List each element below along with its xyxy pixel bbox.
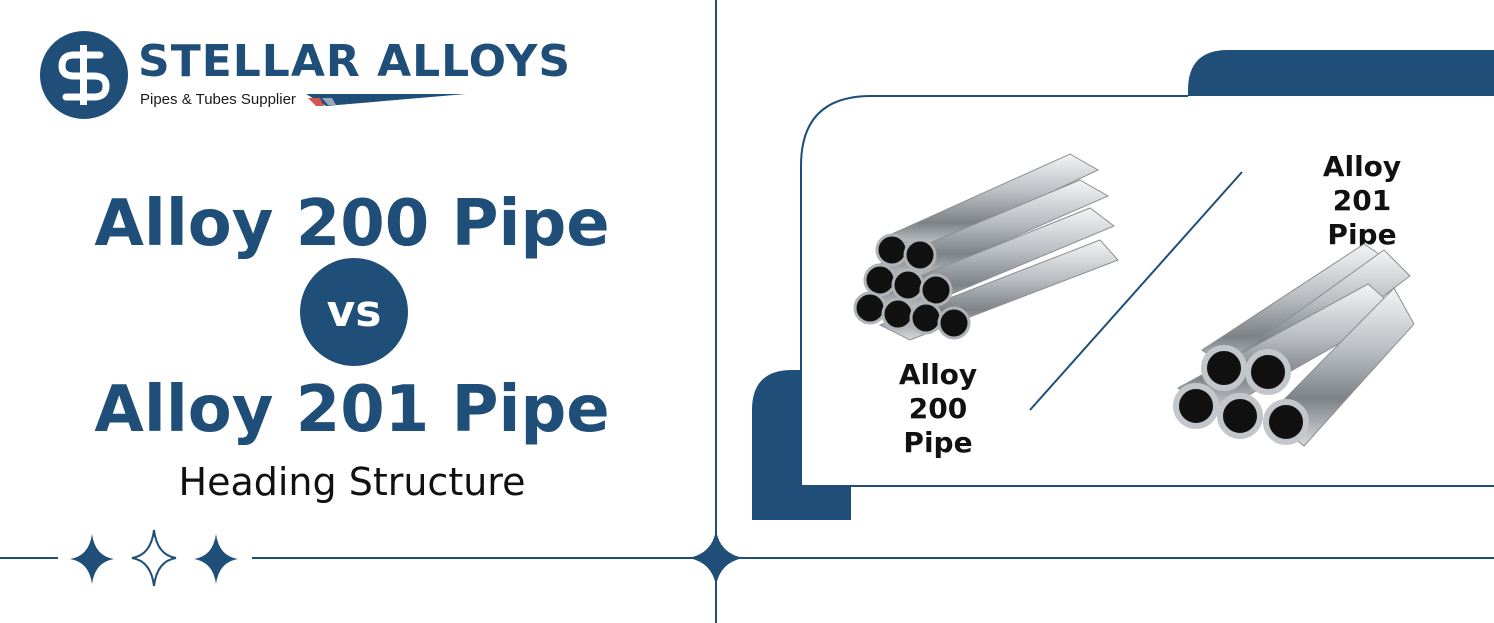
product-label-alloy-200: Alloy 200 Pipe [866,358,1010,460]
four-point-star-icon [194,534,238,584]
pipe-bundle-large-icon [1173,243,1414,447]
subtitle: Heading Structure [178,460,526,504]
heading-alloy-200: Alloy 200 Pipe [94,187,610,261]
brand-tagline: Pipes & Tubes Supplier [140,91,296,108]
vs-badge: vs [300,258,408,366]
product-label-line2: Pipe [903,426,973,459]
product-label-line1: Alloy 200 [898,358,978,425]
product-label-line1: Alloy 201 [1322,150,1402,217]
heading-alloy-201: Alloy 201 Pipe [94,373,610,447]
pipe-bundle-small-icon [853,153,1119,341]
four-point-star-outline-icon [131,529,177,587]
vs-text: vs [326,286,382,337]
s-monogram-icon [40,31,128,119]
product-label-alloy-201: Alloy 201 Pipe [1290,150,1434,252]
brand-name: STELLAR ALLOYS [138,36,572,87]
tagline-swoosh-icon [306,94,466,106]
four-point-star-icon [70,534,114,584]
